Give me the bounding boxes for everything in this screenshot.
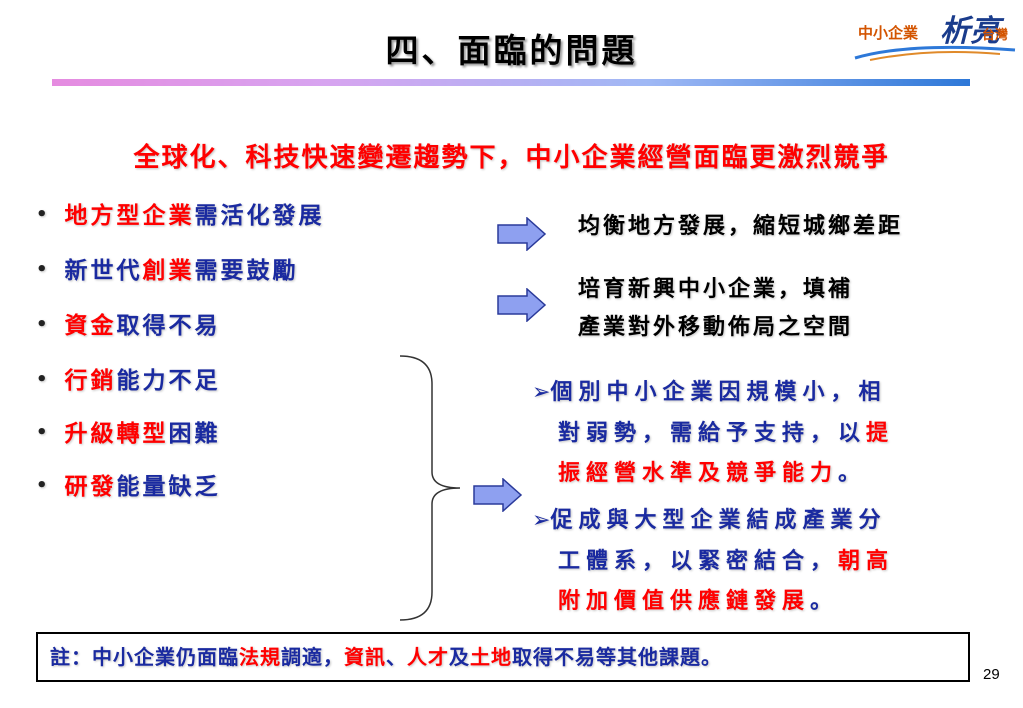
bullet-text: 困難 <box>168 420 221 447</box>
note-text: 及 <box>449 645 470 669</box>
bullet-text: 新世代 <box>64 257 143 284</box>
note-text: 調適， <box>281 645 344 669</box>
point-highlight: 提 <box>866 420 895 446</box>
outcome-text: 培育新興中小企業，填補 <box>578 276 854 302</box>
point-text: 個別中小企業因規模小，相 <box>550 379 887 405</box>
note-highlight: 資訊 <box>344 645 386 669</box>
logo-brand: 析亮 <box>940 14 1000 49</box>
header-divider <box>52 79 970 86</box>
bullet-highlight: 創業 <box>142 257 195 284</box>
logo-suffix: 台灣 <box>982 28 1009 43</box>
outcome-text: 均衡地方發展，縮短城鄉差距 <box>578 213 904 239</box>
logo-swoosh-icon <box>854 45 1016 61</box>
bullet-icon: • <box>36 475 51 496</box>
bullet-highlight: 研發 <box>64 473 117 500</box>
bullet-text: 需要鼓勵 <box>194 257 299 284</box>
arrow-bullet-icon: ➢ <box>532 380 551 405</box>
bullet-highlight: 資金 <box>64 312 117 339</box>
bullet-icon: • <box>36 204 51 225</box>
note-highlight: 法規 <box>239 645 281 669</box>
logo-text: 中小企業 <box>858 24 919 42</box>
strategy-point: ➢個別中小企業因規模小，相 對弱勢，需給予支持，以提 振經營水準及競爭能力。 <box>532 372 972 493</box>
bullet-highlight: 升級轉型 <box>64 420 169 447</box>
point-text: 對弱勢，需給予支持，以 <box>558 420 867 446</box>
brace-icon <box>399 355 461 621</box>
list-item: • 資金取得不易 <box>36 306 221 340</box>
bullet-highlight: 地方型企業 <box>64 202 195 229</box>
point-highlight: 朝高 <box>838 548 895 574</box>
note-text: 註：中小企業仍面臨 <box>50 645 239 669</box>
point-highlight: 振經營水準及競爭能力 <box>558 460 839 486</box>
outcome-text: 產業對外移動佈局之空間 <box>578 314 854 340</box>
strategy-point: ➢促成與大型企業結成產業分 工體系，以緊密結合，朝高 附加價值供應鏈發展。 <box>532 500 972 621</box>
bullet-text: 能力不足 <box>116 367 221 394</box>
note-highlight: 人才 <box>407 645 449 669</box>
bullet-icon: • <box>36 369 51 390</box>
page-title: 四、面臨的問題 <box>385 31 638 70</box>
list-item: • 新世代創業需要鼓勵 <box>36 251 299 285</box>
list-item: • 地方型企業需活化發展 <box>36 196 325 230</box>
note-highlight: 土地 <box>470 645 512 669</box>
bullet-highlight: 行銷 <box>64 367 117 394</box>
note-text: 、 <box>386 645 407 669</box>
bullet-text: 取得不易 <box>116 312 221 339</box>
list-item: • 研發能量缺乏 <box>36 467 221 501</box>
point-text: 。 <box>810 588 839 614</box>
bullet-icon: • <box>36 422 51 443</box>
list-item: • 升級轉型困難 <box>36 414 221 448</box>
point-text: 促成與大型企業結成產業分 <box>550 507 887 533</box>
point-text: 。 <box>838 460 867 486</box>
right-arrow-icon <box>497 288 547 322</box>
note-text: 取得不易等其他課題。 <box>512 645 722 669</box>
arrow-bullet-icon: ➢ <box>532 508 551 533</box>
bullet-icon: • <box>36 314 51 335</box>
subtitle: 全球化、科技快速變遷趨勢下，中小企業經營面臨更激烈競爭 <box>133 143 890 173</box>
right-arrow-icon <box>497 217 547 251</box>
point-text: 工體系，以緊密結合， <box>558 548 839 574</box>
page-number: 29 <box>983 666 1000 683</box>
note-box: 註：中小企業仍面臨法規調適，資訊、人才及土地取得不易等其他課題。 <box>36 632 970 682</box>
list-item: • 行銷能力不足 <box>36 361 221 395</box>
logo: 中小企業 析亮 台灣 <box>850 10 1020 61</box>
bullet-text: 能量缺乏 <box>116 473 221 500</box>
point-highlight: 附加價值供應鏈發展 <box>558 588 811 614</box>
bullet-icon: • <box>36 259 51 280</box>
right-arrow-icon <box>473 478 523 512</box>
bullet-text: 需活化發展 <box>194 202 325 229</box>
